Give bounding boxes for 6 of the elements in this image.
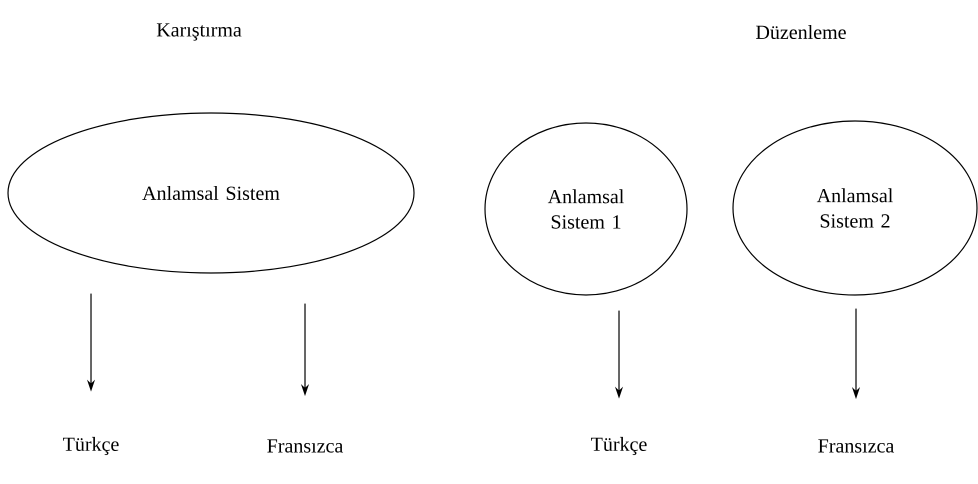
language-label: Türkçe [591,436,647,456]
heading: Karıştırma [156,23,242,41]
language-label: Türkçe [63,436,119,456]
language-label: Fransızca [818,439,894,453]
language-label: Fransızca [267,439,344,453]
heading: Düzenleme [756,24,846,40]
